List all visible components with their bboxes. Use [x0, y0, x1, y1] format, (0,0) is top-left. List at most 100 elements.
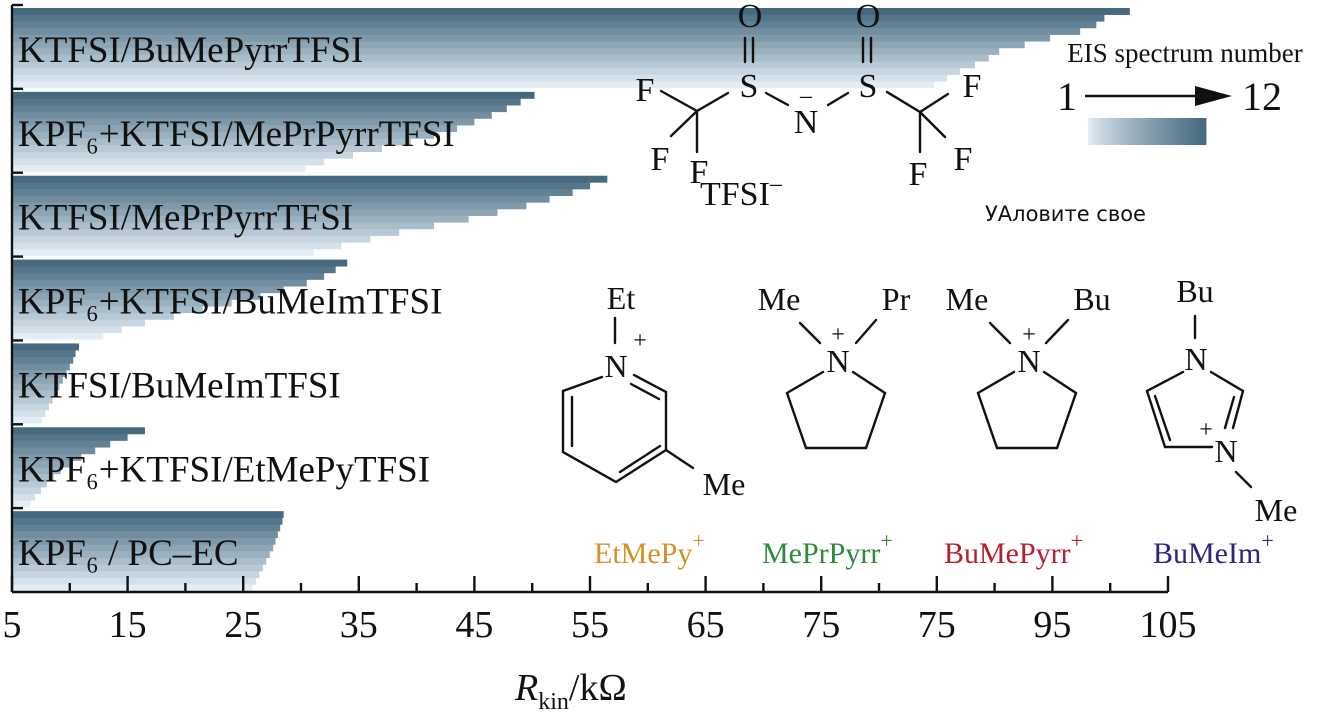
x-tick-label: 65: [687, 604, 725, 646]
cation-name-bumeim: BuMeIm+: [1153, 528, 1274, 570]
atom-charge: +: [831, 322, 845, 348]
substituent-label: Bu: [1176, 273, 1213, 309]
bar-spectrum-7: [12, 544, 274, 552]
bar-spectrum-9: [12, 531, 278, 539]
bar-spectrum-6: [12, 467, 61, 475]
bar-spectrum-5: [12, 390, 56, 397]
substituent-label: Bu: [1073, 281, 1110, 317]
legend-swatch-stripe: [1132, 118, 1136, 145]
bar-spectrum-10: [12, 189, 573, 196]
bar-spectrum-9: [12, 195, 550, 203]
legend-swatch-stripe: [1129, 118, 1133, 145]
bar-spectrum-9: [12, 363, 70, 371]
legend-swatch-stripe: [1164, 118, 1169, 145]
atom-charge: +: [633, 328, 647, 354]
bar-spectrum-2: [12, 326, 122, 334]
category-label: KTFSI/MePrPyrrTFSI: [18, 198, 353, 239]
bar-spectrum-6: [12, 299, 232, 307]
legend-swatch-stripe: [1182, 118, 1186, 145]
category-label: KTFSI/BuMeImTFSI: [18, 366, 341, 407]
bar-spectrum-1: [12, 81, 935, 89]
substituent-label: Et: [607, 280, 636, 316]
legend-start: 1: [1057, 74, 1077, 119]
bar-spectrum-8: [12, 118, 475, 126]
bar-spectrum-3: [12, 319, 145, 327]
x-axis-label: Rkin/kΩ: [514, 667, 627, 713]
bar-spectrum-7: [12, 292, 261, 300]
atom-s: S: [859, 68, 878, 105]
legend-swatch-stripe: [1117, 118, 1121, 145]
legend-swatch-stripe: [1099, 118, 1104, 145]
bar-spectrum-7: [12, 125, 458, 133]
legend-swatch-stripe: [1161, 118, 1166, 145]
bar-spectrum-12: [12, 259, 348, 267]
atom-charge: +: [1022, 322, 1036, 348]
annotation-text: УАловите свое: [985, 202, 1146, 226]
bar-spectrum-9: [12, 111, 492, 119]
bar-spectrum-7: [12, 208, 498, 216]
bar-spectrum-1: [12, 248, 314, 256]
bar-spectrum-10: [12, 356, 74, 364]
bar-spectrum-11: [12, 517, 283, 525]
bar-spectrum-6: [12, 131, 434, 139]
legend-swatch-stripe: [1197, 118, 1201, 145]
bar-spectrum-7: [12, 376, 63, 384]
substituent-label: Me: [1255, 492, 1298, 528]
bar-spectrum-8: [12, 34, 1051, 42]
bar-spectrum-3: [12, 235, 371, 243]
bar-spectrum-4: [12, 564, 263, 572]
atom-o: O: [738, 0, 763, 35]
legend-gradient-swatch: [1088, 118, 1207, 145]
legend-swatch-stripe: [1203, 118, 1207, 145]
atom-n: N: [1017, 343, 1040, 379]
bar-spectrum-9: [12, 27, 1081, 35]
substituent-label: Me: [758, 281, 801, 317]
legend-swatch-stripe: [1135, 118, 1139, 145]
charge-minus: –: [799, 83, 813, 109]
bar-spectrum-10: [12, 272, 325, 280]
substituent-label: Pr: [882, 281, 911, 317]
bar-spectrum-2: [12, 158, 325, 166]
legend-swatch-stripe: [1111, 118, 1115, 145]
bars-layer: [12, 8, 1130, 592]
legend-swatch-stripe: [1126, 118, 1130, 145]
x-tick-label: 75: [918, 604, 956, 646]
substituent-label: Me: [946, 281, 989, 317]
bar-spectrum-8: [12, 202, 527, 210]
bar-spectrum-8: [12, 370, 67, 377]
bar-spectrum-4: [12, 312, 174, 320]
bar-spectrum-11: [12, 266, 336, 274]
bar-spectrum-4: [12, 228, 400, 236]
bar-spectrum-1: [12, 165, 306, 173]
bumepyrr-structure: Me Bu N +: [946, 281, 1111, 450]
bar-spectrum-1: [12, 584, 253, 592]
legend-swatch-stripe: [1123, 118, 1127, 145]
atom-f: F: [651, 141, 670, 178]
bar-spectrum-4: [12, 145, 382, 153]
bar-spectrum-9: [12, 279, 307, 287]
x-tick-label: 55: [571, 604, 609, 646]
meprpyrr-structure: Me Pr N +: [758, 281, 911, 450]
legend-swatch-stripe: [1149, 118, 1154, 145]
bar-spectrum-9: [12, 447, 96, 455]
legend-swatch-stripe: [1114, 118, 1118, 145]
legend-end: 12: [1242, 74, 1282, 119]
bar-spectrum-11: [12, 433, 128, 441]
cation-name-etmepy: EtMePy+: [594, 528, 705, 570]
bar-spectrum-3: [12, 67, 960, 75]
legend-swatch-stripe: [1179, 118, 1183, 145]
legend-swatch-stripe: [1173, 118, 1177, 145]
legend-swatch-stripe: [1090, 118, 1095, 145]
legend-swatch-stripe: [1158, 118, 1163, 145]
bar-spectrum-11: [12, 14, 1105, 22]
bar-spectrum-6: [12, 215, 469, 223]
legend-swatch-stripe: [1147, 118, 1151, 145]
substituent-label: Me: [703, 466, 746, 502]
atom-n: N: [1184, 341, 1207, 377]
x-tick-label: 45: [455, 604, 493, 646]
bar-spectrum-8: [12, 453, 82, 461]
bar-spectrum-3: [12, 151, 354, 159]
legend-title: EIS spectrum number: [1067, 38, 1302, 68]
atom-s: S: [740, 68, 759, 105]
